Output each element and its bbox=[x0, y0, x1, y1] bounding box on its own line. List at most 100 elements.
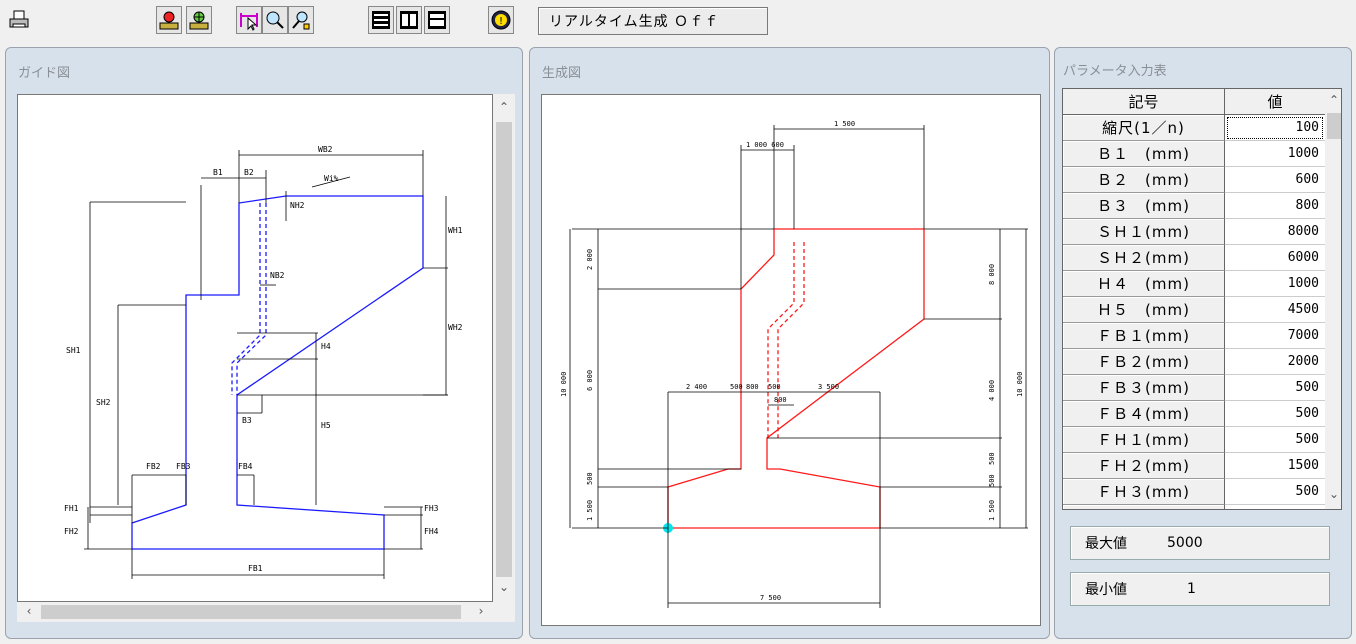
table-row: ＦＨ３(mm)500 bbox=[1063, 479, 1325, 505]
gen-label-b2b3: 1 000 600 bbox=[746, 141, 784, 149]
generate-button[interactable] bbox=[156, 6, 182, 34]
guide-label-b1: B1 bbox=[213, 168, 223, 177]
dimension-button[interactable] bbox=[236, 6, 262, 34]
table-row: ＦＨ４(mm)1500 bbox=[1063, 505, 1325, 509]
param-value-cell[interactable]: 7000 bbox=[1225, 323, 1325, 349]
param-key: ＦＨ４(mm) bbox=[1063, 505, 1225, 509]
param-value-cell[interactable]: 1000 bbox=[1225, 141, 1325, 167]
table-row: ＦＢ３(mm)500 bbox=[1063, 375, 1325, 401]
table-vscrollbar[interactable]: ⌃ ⌄ bbox=[1325, 89, 1341, 509]
guide-vscrollbar[interactable]: ⌃ ⌄ bbox=[493, 94, 515, 602]
param-key: ＳＨ２(mm) bbox=[1063, 245, 1225, 271]
param-key: ＦＨ３(mm) bbox=[1063, 479, 1225, 505]
table-scroll-up-icon[interactable]: ⌃ bbox=[1328, 93, 1340, 107]
param-value-cell[interactable]: 800 bbox=[1225, 193, 1325, 219]
gen-label-fb1: 7 500 bbox=[760, 594, 781, 602]
param-key: ＦＢ４(mm) bbox=[1063, 401, 1225, 427]
layout-window-button[interactable] bbox=[424, 6, 450, 34]
zoom-in-button[interactable] bbox=[262, 6, 288, 34]
guide-hscrollbar[interactable]: ‹ › bbox=[17, 602, 515, 622]
layout-columns-icon bbox=[400, 11, 418, 29]
scroll-up-icon[interactable]: ⌃ bbox=[498, 100, 510, 114]
machine-green-icon bbox=[189, 11, 209, 30]
guide-drawing: WB2 B1 B2 Wi% NH2 WH1 NB2 WH2 SH1 H4 SH2… bbox=[64, 145, 463, 579]
gen-label-b3b: 800 bbox=[746, 383, 759, 391]
scroll-right-icon[interactable]: › bbox=[478, 604, 484, 618]
max-value-box: 最大値 5000 bbox=[1070, 526, 1330, 560]
gen-label-top-width: 1 500 bbox=[834, 120, 855, 128]
param-value-cell[interactable]: 500 bbox=[1225, 401, 1325, 427]
max-label: 最大値 bbox=[1085, 536, 1127, 552]
table-row: 縮尺(1／n)100 bbox=[1063, 115, 1325, 141]
guide-label-h4: H4 bbox=[321, 342, 331, 351]
param-value-cell[interactable]: 6000 bbox=[1225, 245, 1325, 271]
gen-label-fb5: 3 500 bbox=[818, 383, 839, 391]
magnifier-fit-icon bbox=[292, 11, 310, 30]
guide-hscroll-thumb[interactable] bbox=[41, 605, 461, 619]
table-vscroll-thumb[interactable] bbox=[1327, 113, 1341, 139]
table-scroll-down-icon[interactable]: ⌄ bbox=[1328, 487, 1340, 501]
params-panel-title: パラメータ入力表 bbox=[1063, 64, 1167, 79]
help-button[interactable]: ! bbox=[488, 6, 514, 34]
table-header-value: 値 bbox=[1225, 89, 1325, 115]
svg-text:!: ! bbox=[498, 16, 504, 27]
min-value: 1 bbox=[1187, 581, 1196, 597]
param-key: ＦＢ１(mm) bbox=[1063, 323, 1225, 349]
param-value-cell[interactable]: 500 bbox=[1225, 375, 1325, 401]
guide-label-b2: B2 bbox=[244, 168, 254, 177]
table-row: ＳＨ１(mm)8000 bbox=[1063, 219, 1325, 245]
guide-label-fh2: FH2 bbox=[64, 527, 79, 536]
param-key: ＦＨ１(mm) bbox=[1063, 427, 1225, 453]
gen-label-fb4: 500 bbox=[768, 383, 781, 391]
gen-label-total-left: 10 000 bbox=[560, 372, 568, 397]
guide-label-h5: H5 bbox=[321, 421, 331, 430]
table-row: Ｂ２ (mm)600 bbox=[1063, 167, 1325, 193]
guide-label-sh1: SH1 bbox=[66, 346, 81, 355]
layout-columns-button[interactable] bbox=[396, 6, 422, 34]
table-header-key: 記号 bbox=[1063, 89, 1225, 115]
guide-label-sh2: SH2 bbox=[96, 398, 111, 407]
layout-rows-icon bbox=[372, 11, 390, 29]
guide-vscroll-thumb[interactable] bbox=[496, 122, 512, 577]
gen-label-mid-right: 500 bbox=[988, 452, 996, 465]
param-value-cell[interactable]: 4500 bbox=[1225, 297, 1325, 323]
settings-button[interactable] bbox=[186, 6, 212, 34]
help-globe-icon: ! bbox=[491, 10, 511, 30]
guide-label-wh2: WH2 bbox=[448, 323, 463, 332]
param-key: Ｈ４ (mm) bbox=[1063, 271, 1225, 297]
scroll-left-icon[interactable]: ‹ bbox=[26, 604, 32, 618]
param-value-cell[interactable]: 1500 bbox=[1225, 453, 1325, 479]
guide-label-wh1: WH1 bbox=[448, 226, 463, 235]
param-key: ＦＨ２(mm) bbox=[1063, 453, 1225, 479]
table-row: ＳＨ２(mm)6000 bbox=[1063, 245, 1325, 271]
guide-label-nh2: NH2 bbox=[290, 201, 305, 210]
scroll-down-icon[interactable]: ⌄ bbox=[498, 580, 510, 594]
param-value-cell[interactable]: 1000 bbox=[1225, 271, 1325, 297]
param-key: 縮尺(1／n) bbox=[1063, 115, 1225, 141]
guide-label-fh4: FH4 bbox=[424, 527, 439, 536]
realtime-toggle-button[interactable]: リアルタイム生成 Ｏｆｆ bbox=[538, 7, 768, 35]
table-row: ＦＢ２(mm)2000 bbox=[1063, 349, 1325, 375]
generated-canvas: 1 500 1 000 600 2 000 8 000 6 000 4 000 … bbox=[541, 94, 1041, 626]
dimension-cursor-icon bbox=[240, 13, 258, 31]
zoom-fit-button[interactable] bbox=[288, 6, 314, 34]
print-button[interactable] bbox=[6, 6, 32, 34]
param-value-cell[interactable]: 600 bbox=[1225, 167, 1325, 193]
min-label: 最小値 bbox=[1085, 582, 1127, 598]
guide-label-fb2: FB2 bbox=[146, 462, 161, 471]
gen-label-fh-left2: 1 500 bbox=[586, 500, 594, 521]
gen-label-fb2: 2 400 bbox=[686, 383, 707, 391]
table-row: ＦＨ２(mm)1500 bbox=[1063, 453, 1325, 479]
guide-label-fb3: FB3 bbox=[176, 462, 191, 471]
max-value: 5000 bbox=[1167, 535, 1203, 551]
param-value-cell[interactable]: 500 bbox=[1225, 479, 1325, 505]
gen-label-fh-right2: 1 500 bbox=[988, 500, 996, 521]
param-value-cell[interactable]: 500 bbox=[1225, 427, 1325, 453]
gen-label-nb: 800 bbox=[774, 396, 787, 404]
param-value-cell[interactable]: 8000 bbox=[1225, 219, 1325, 245]
param-key: Ｈ５ (mm) bbox=[1063, 297, 1225, 323]
param-value-cell[interactable]: 1500 bbox=[1225, 505, 1325, 509]
param-value-cell[interactable]: 100 bbox=[1225, 115, 1325, 141]
layout-list-button[interactable] bbox=[368, 6, 394, 34]
param-value-cell[interactable]: 2000 bbox=[1225, 349, 1325, 375]
